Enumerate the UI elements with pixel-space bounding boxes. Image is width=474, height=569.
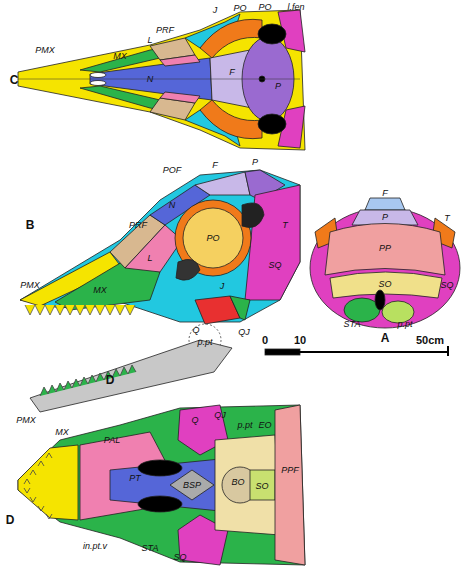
bone-label: PO bbox=[206, 234, 219, 243]
bone-label: in.pt.v bbox=[83, 542, 107, 551]
bone-label: PP bbox=[379, 244, 391, 253]
bone-label: N bbox=[169, 201, 176, 210]
bone-label: BSP bbox=[183, 481, 201, 490]
bone-label: L bbox=[147, 254, 152, 263]
bone-label: QJ bbox=[214, 411, 226, 420]
bone-label: PO bbox=[258, 3, 271, 12]
bone-label: PMX bbox=[16, 416, 36, 425]
bone-label: STA bbox=[142, 544, 159, 553]
bone-label: POF bbox=[163, 166, 182, 175]
view-letter: C bbox=[10, 74, 19, 86]
view-letter: B bbox=[26, 219, 35, 231]
scale-bar bbox=[265, 346, 448, 356]
bone-label: J bbox=[213, 6, 218, 15]
bone-label: PRF bbox=[156, 26, 174, 35]
scale-value: 0 bbox=[262, 335, 268, 346]
bone-label: T bbox=[282, 221, 288, 230]
bone-label: PMX bbox=[20, 281, 40, 290]
view-letter: D bbox=[6, 514, 15, 526]
bone-label: F bbox=[382, 189, 388, 198]
bone-label: P bbox=[275, 82, 281, 91]
bone-label: PPF bbox=[281, 466, 299, 475]
bone-label: N bbox=[147, 75, 154, 84]
bone-label: p.pt bbox=[397, 320, 412, 329]
dorsal-view bbox=[18, 10, 305, 150]
bone-label: T bbox=[444, 214, 450, 223]
bone-label: p.pt bbox=[237, 421, 252, 430]
bone-label: PAL bbox=[104, 436, 120, 445]
bone-label: QJ bbox=[238, 328, 250, 337]
bone-label: MX bbox=[55, 428, 69, 437]
scale-value: 10 bbox=[294, 335, 306, 346]
bone-label: EO bbox=[258, 421, 271, 430]
lateral-view bbox=[20, 170, 300, 412]
bone-label: PT bbox=[129, 474, 141, 483]
bone-label: SO bbox=[255, 482, 268, 491]
bone-label: SQ bbox=[440, 281, 453, 290]
bone-label: MX bbox=[113, 52, 127, 61]
bone-label: SO bbox=[378, 280, 391, 289]
bone-label: PMX bbox=[35, 46, 55, 55]
bone-label: l.fen bbox=[287, 3, 304, 12]
ventral-view bbox=[18, 405, 305, 565]
view-letter: A bbox=[381, 332, 390, 344]
bone-label: F bbox=[229, 68, 235, 77]
bone-label: MX bbox=[93, 286, 107, 295]
bone-label: PO bbox=[233, 4, 246, 13]
view-letter: D bbox=[106, 374, 115, 386]
bone-label: Q bbox=[192, 326, 199, 335]
bone-label: P bbox=[382, 213, 388, 222]
scale-value: 50cm bbox=[416, 335, 444, 346]
bone-label: L bbox=[147, 36, 152, 45]
occipital-view bbox=[310, 198, 460, 328]
bone-label: P bbox=[252, 158, 258, 167]
bone-label: p.pt bbox=[197, 338, 212, 347]
bone-label: Q bbox=[191, 416, 198, 425]
bone-label: PRF bbox=[129, 221, 147, 230]
bone-label: SQ bbox=[268, 261, 281, 270]
bone-label: STA bbox=[344, 320, 361, 329]
bone-label: SQ bbox=[173, 553, 186, 562]
bone-label: BO bbox=[231, 478, 244, 487]
bone-label: J bbox=[220, 282, 225, 291]
bone-label: F bbox=[212, 161, 218, 170]
